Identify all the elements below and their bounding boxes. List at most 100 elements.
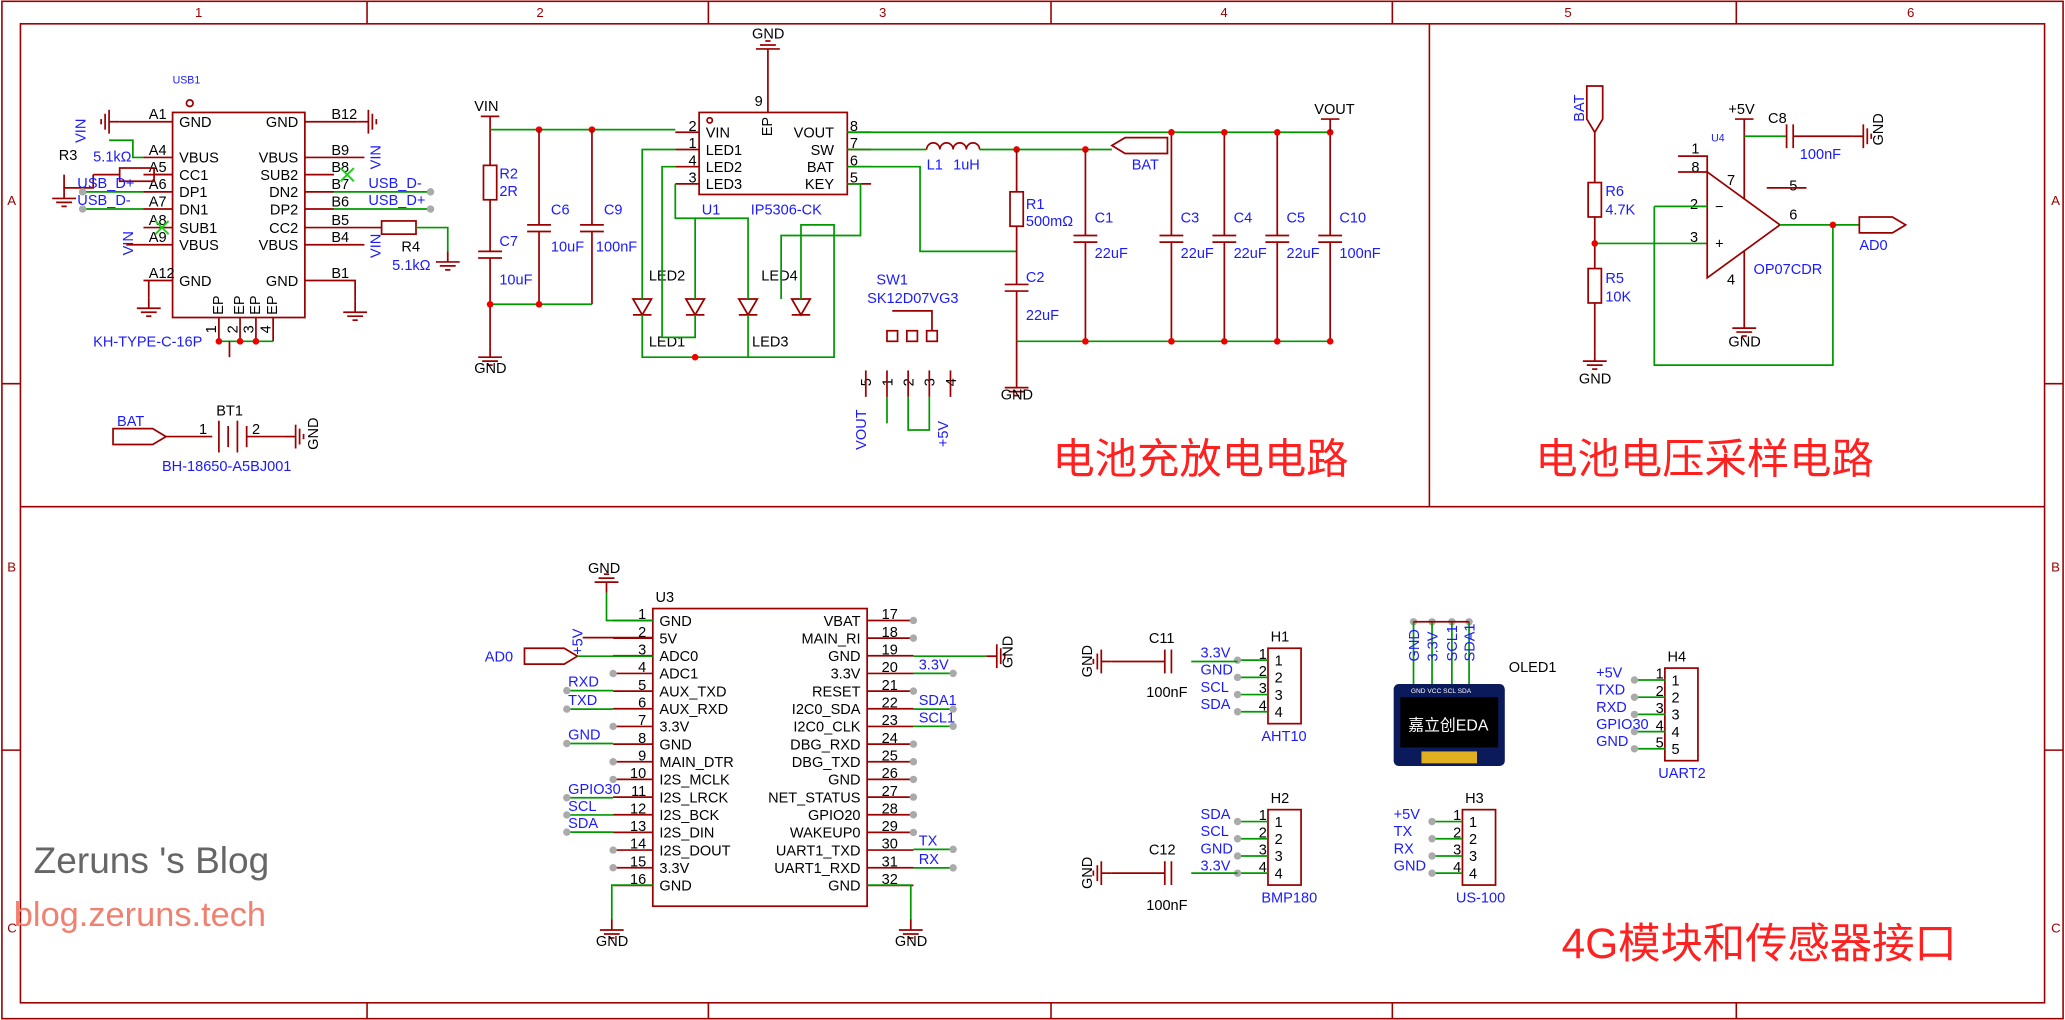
junction-dot (949, 864, 957, 872)
junction-dot (1829, 221, 1837, 229)
usb1-pin-number: A8 (149, 213, 167, 229)
u1-pin-number: 3 (689, 171, 697, 187)
usb1-ep-pin: EP (248, 295, 264, 314)
vin-net-label: VIN (368, 145, 384, 169)
u1-pin-number: 9 (755, 94, 763, 110)
u3-pin-number: 2 (638, 625, 646, 641)
u4-pin: 2 (1690, 197, 1698, 213)
sw1-designator: SW1 (876, 272, 908, 288)
ground-icon (357, 109, 378, 134)
c7-capacitor (478, 250, 502, 259)
usb1-pin-number: B7 (331, 177, 349, 193)
r6-resistor (1587, 181, 1603, 218)
u1-pin-name: LED2 (706, 160, 742, 176)
p5v-net-label: +5V (936, 421, 952, 448)
c2-value: 22uF (1026, 308, 1059, 324)
h3-pin-label: 4 (1469, 866, 1477, 882)
h4-pin-number: 2 (1656, 684, 1664, 700)
u3-pin-number: 3 (638, 642, 646, 658)
bat-net-port (112, 427, 168, 446)
r5-designator: R5 (1605, 271, 1624, 287)
u3-pin-number: 16 (630, 872, 646, 888)
vout-power-label: VOUT (1314, 102, 1355, 118)
h4-net-label: RXD (1596, 700, 1627, 716)
usb1-value: KH-TYPE-C-16P (93, 335, 202, 351)
u1-pin-name: LED3 (706, 177, 742, 193)
u3-pin-number: 5 (638, 678, 646, 694)
h1-net-label: 3.3V (1201, 646, 1231, 662)
h3-pin-number: 4 (1453, 860, 1461, 876)
h2-pin-label: 2 (1275, 832, 1283, 848)
u3-pin-name: I2S_MCLK (659, 773, 730, 789)
u3-pin-name: I2C0_SDA (792, 702, 861, 718)
usb1-pin-number: B1 (331, 266, 349, 282)
junction-dot (1273, 128, 1281, 136)
usb1-pin-name: DN1 (179, 202, 208, 218)
c9-value: 100nF (596, 239, 637, 255)
h1-net-label: GND (1201, 663, 1233, 679)
u4-value: OP07CDR (1754, 262, 1823, 278)
usb1-pin-number: A1 (149, 107, 167, 123)
watermark-name: Zeruns 's Blog (34, 839, 270, 881)
wire (747, 224, 835, 359)
u3-pin-number: 14 (630, 837, 646, 853)
ground-icon (1582, 350, 1607, 370)
c8-capacitor (1785, 124, 1795, 149)
r3-value: 5.1kΩ (93, 149, 131, 165)
h3-pin-label: 1 (1469, 815, 1477, 831)
bt1-designator: BT1 (216, 403, 243, 419)
net-usb-d-plus: USB_D+ (368, 193, 425, 209)
u3-pin-name: I2S_LRCK (659, 790, 728, 806)
junction-dot (486, 300, 494, 308)
oled1-net-label: SDA1 (1462, 623, 1478, 661)
r1-designator: R1 (1026, 197, 1045, 213)
junction-dot (236, 338, 244, 345)
u3-designator: U3 (655, 590, 674, 606)
junction-dot (609, 846, 617, 854)
h1-value: AHT10 (1261, 729, 1306, 745)
u3-pin-name: 5V (659, 631, 677, 647)
u3-pin-name: I2C0_CLK (793, 720, 860, 736)
gnd-label: GND (1001, 388, 1033, 404)
junction-dot (609, 758, 617, 766)
h2-pin-number: 2 (1259, 825, 1267, 841)
r5-resistor (1587, 267, 1603, 304)
h3-pin-label: 2 (1469, 832, 1477, 848)
junction-dot (1428, 869, 1436, 877)
no-connect-icon (154, 220, 170, 235)
h2-net-label: SCL (1201, 824, 1229, 840)
oled1-pin-header: GND VCC SCL SDA (1411, 688, 1472, 695)
u3-pin-number: 13 (630, 819, 646, 835)
usb1-pin-number: A9 (149, 230, 167, 246)
wire (63, 174, 95, 189)
u3-net-label: GND (568, 728, 600, 744)
junction-dot (1233, 673, 1242, 682)
led3 (737, 298, 759, 317)
junction-dot (78, 188, 87, 196)
r2-resistor (482, 164, 498, 201)
junction-dot (1168, 128, 1175, 136)
junction-dot (949, 669, 957, 678)
u3-net-label: TX (919, 833, 938, 849)
junction-dot (909, 758, 918, 766)
h1-pin-number: 3 (1259, 681, 1267, 697)
usb1-pin-name: GND (179, 115, 211, 131)
h2-net-label: GND (1201, 841, 1233, 857)
h1-designator: H1 (1271, 630, 1290, 646)
c7-value: 10uF (499, 272, 532, 288)
usb1-pin-name: DP1 (179, 185, 207, 201)
ground-icon (1004, 377, 1029, 397)
junction-dot (1233, 690, 1242, 699)
gnd-label: GND (588, 561, 620, 577)
c7-designator: C7 (499, 234, 518, 250)
usb1-pin-number: A7 (149, 194, 167, 210)
column-number: 3 (879, 5, 886, 20)
c8-designator: C8 (1768, 111, 1787, 127)
junction-dot (949, 845, 957, 854)
h3-pin-number: 3 (1453, 843, 1461, 859)
junction-dot (1221, 338, 1228, 345)
r4-resistor (380, 220, 417, 236)
wire (610, 884, 653, 920)
junction-dot (78, 205, 87, 213)
